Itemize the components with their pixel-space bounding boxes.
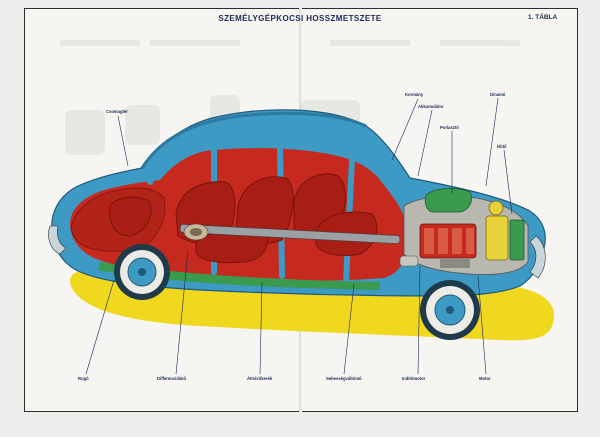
label-sebessegvalto: Sebességváltómű <box>326 376 362 381</box>
label-motor: Motor <box>479 376 491 381</box>
label-akkumulator: Akkumulátor <box>418 104 444 109</box>
label-inditomotor: Indítómotor <box>402 376 426 381</box>
label-rugo: Rugó <box>78 376 89 381</box>
label-dinamo: Dinamó <box>490 92 506 97</box>
rear-bumper <box>48 225 67 255</box>
label-differencialmu: Differenciálmű <box>157 376 187 381</box>
engine-assembly <box>399 188 529 275</box>
roof-line <box>140 111 367 169</box>
leader-lines <box>85 97 513 375</box>
front-bumper <box>529 235 546 279</box>
plate-number: 1. TÁBLA <box>528 14 558 21</box>
drive-shaft <box>179 223 401 244</box>
label-atvivokerek: Áttvivőkerék <box>247 376 273 381</box>
front-wheel <box>420 280 480 340</box>
label-kormany: Kormány <box>405 92 424 97</box>
label-csomagter: Csomagtér <box>106 109 128 114</box>
label-huto: Hűtő <box>497 144 507 149</box>
plate-title: SZEMÉLYGÉPKOCSI HOSSZMETSZETE <box>218 14 382 23</box>
rear-wheel <box>114 244 170 300</box>
floor-sill <box>98 262 380 290</box>
label-porlaszto: Porlasztó <box>440 125 459 130</box>
